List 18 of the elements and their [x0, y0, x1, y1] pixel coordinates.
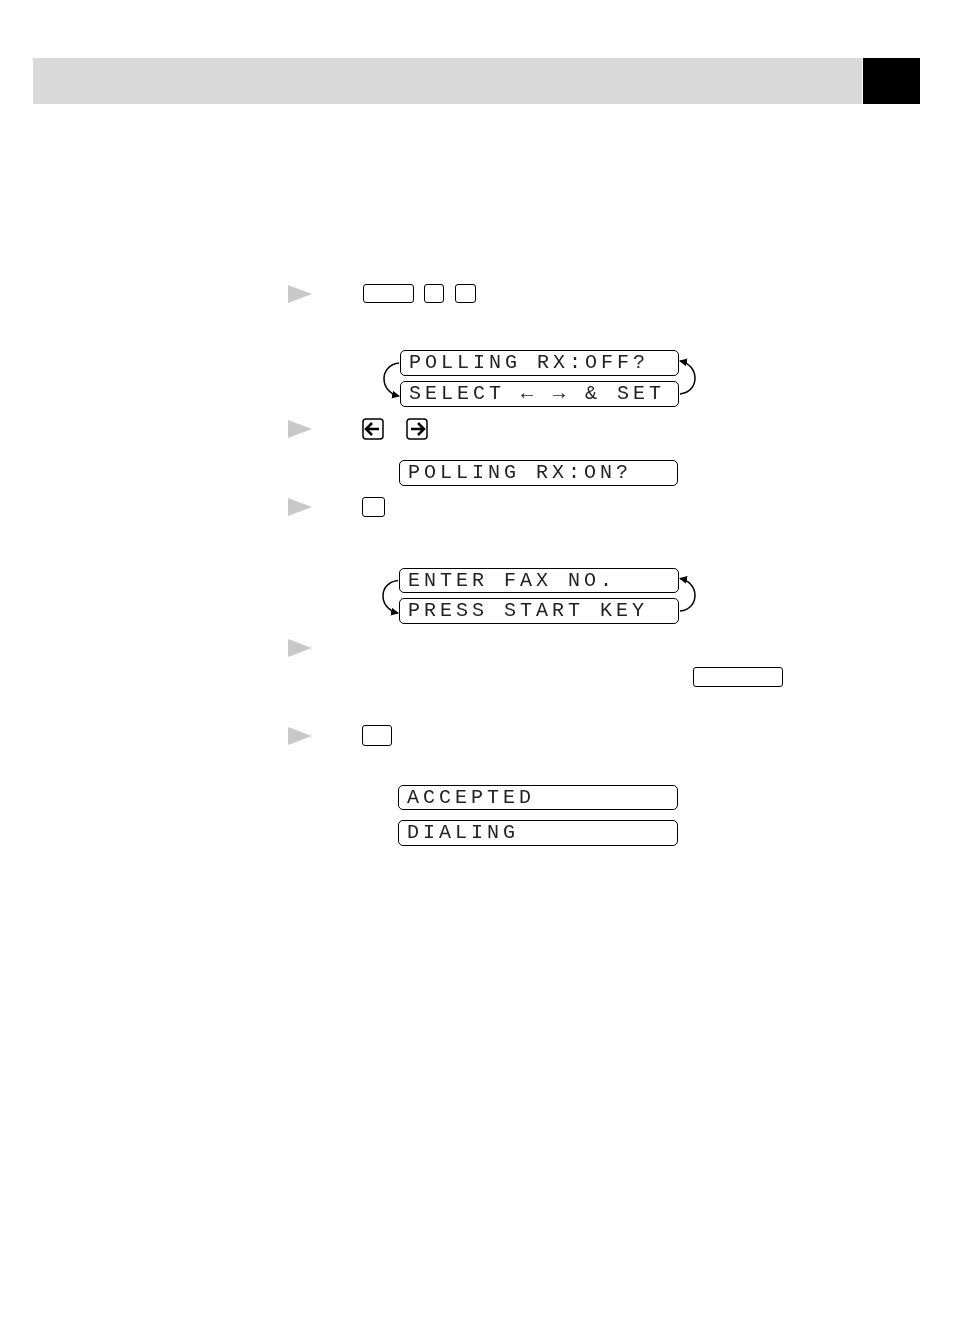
cycle-arrow [383, 362, 400, 398]
lcd-display [399, 598, 679, 624]
lcd-display [399, 568, 679, 593]
lcd-display [398, 820, 678, 846]
display-text: POLLING RX:OFF? [409, 353, 650, 373]
display-text: ACCEPTED [407, 787, 535, 808]
cycle-arrow [679, 576, 696, 612]
display-text: DIALING [407, 823, 519, 843]
lcd-display [400, 350, 679, 376]
display-text: SELECT ← → & SET [409, 384, 666, 404]
lcd-display [398, 785, 678, 810]
display-text: PRESS START KEY [408, 601, 649, 621]
display-text: ENTER FAX NO. [408, 570, 617, 591]
cycle-arrow [679, 359, 696, 395]
lcd-display [399, 460, 678, 486]
cycle-arrow [382, 579, 399, 615]
display-text: POLLING RX:ON? [408, 463, 633, 483]
lcd-display [400, 381, 679, 407]
